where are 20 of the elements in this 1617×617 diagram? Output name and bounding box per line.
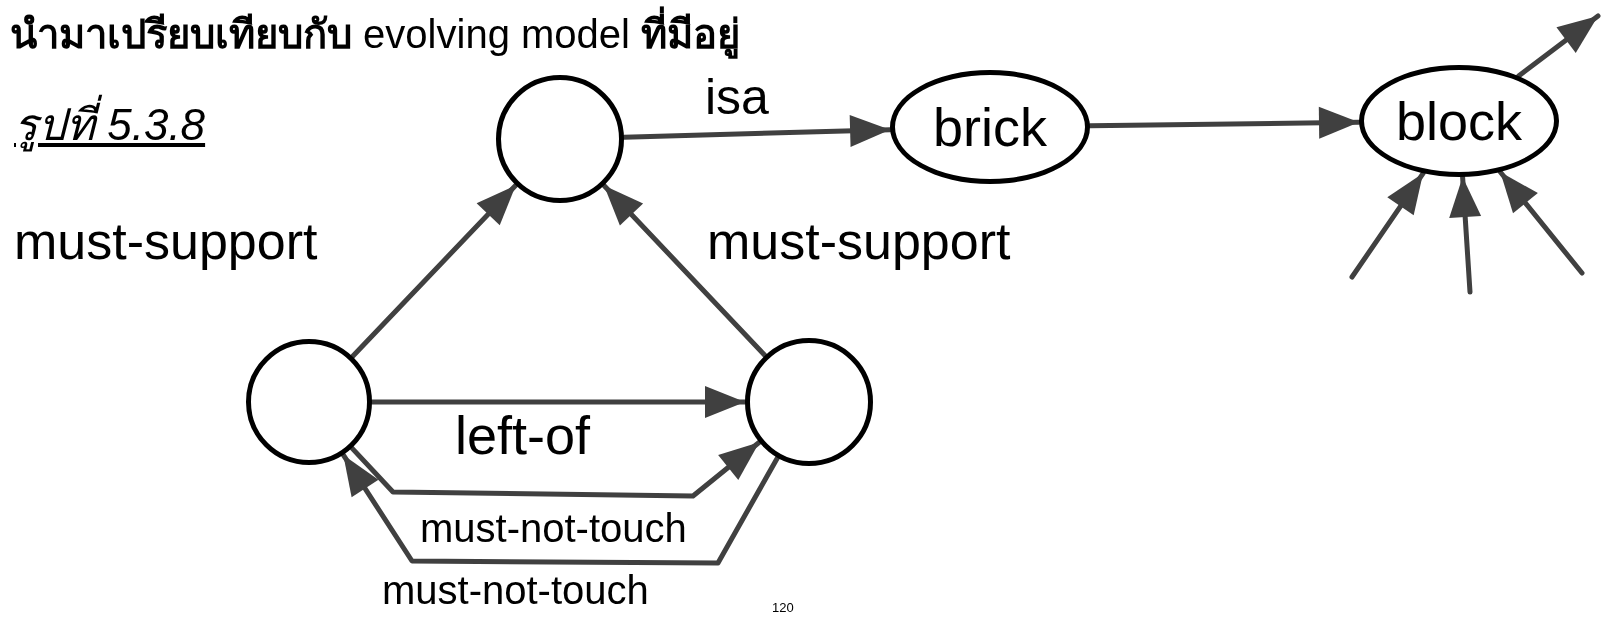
arrow bbox=[1516, 13, 1601, 79]
arrow bbox=[1087, 106, 1362, 139]
figure-number: รูปที่ 5.3.8 bbox=[14, 92, 206, 158]
arrow bbox=[601, 183, 768, 358]
edge-label: left-of bbox=[455, 408, 591, 462]
page-number: 120 bbox=[772, 601, 794, 614]
arrow bbox=[350, 182, 519, 359]
arrow bbox=[340, 452, 780, 566]
ellipse-node: block bbox=[1359, 65, 1559, 177]
arrow bbox=[369, 386, 748, 418]
arrow bbox=[621, 114, 893, 147]
edge-label: must-not-touch bbox=[420, 508, 687, 548]
arrow bbox=[349, 439, 762, 499]
edge-label: must-not-touch bbox=[382, 570, 649, 610]
edge-label: isa bbox=[705, 72, 769, 122]
arrow bbox=[1349, 170, 1426, 280]
arrow bbox=[1449, 174, 1482, 295]
arrow bbox=[1497, 169, 1585, 276]
ellipse-node: brick bbox=[890, 70, 1090, 184]
title: นำมาเปรียบเทียบกับ evolving model ที่มีอยู่ bbox=[10, 4, 741, 64]
